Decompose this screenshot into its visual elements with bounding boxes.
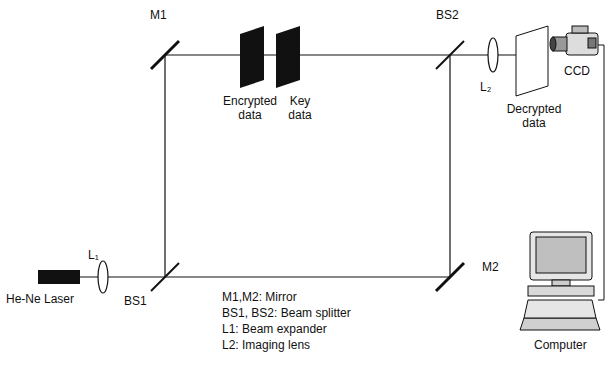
part-label: L₁ <box>88 248 99 262</box>
output-screen <box>516 26 548 96</box>
beam-splitter-symbol <box>151 263 179 291</box>
mirror-symbol <box>436 263 464 291</box>
part-label: Computer <box>534 338 587 352</box>
part-label: M1 <box>150 8 167 22</box>
part-label: BS1 <box>124 294 147 308</box>
part-label: M2 <box>482 260 499 274</box>
laser-symbol <box>38 270 80 284</box>
part-label: Key data <box>280 94 320 122</box>
computer-symbol <box>520 232 600 330</box>
key-note: M1,M2: Mirror <box>222 290 297 304</box>
key-note: L1: Beam expander <box>222 322 327 336</box>
beam <box>449 55 450 277</box>
part-label: L₂ <box>480 80 491 94</box>
part-label: BS2 <box>436 8 459 22</box>
lens-symbol <box>98 261 108 293</box>
part-label: CCD <box>564 64 590 78</box>
part-label: Encrypted data <box>218 94 282 122</box>
ccd-camera <box>550 26 598 55</box>
beam-splitter-symbol <box>436 41 464 69</box>
part-label: He-Ne Laser <box>6 292 74 306</box>
mirror-symbol <box>151 41 179 69</box>
key-note: BS1, BS2: Beam splitter <box>222 306 351 320</box>
part-label: Decrypted data <box>498 102 570 130</box>
cable <box>598 45 604 300</box>
encrypted-plate <box>240 26 264 88</box>
key-plate <box>276 26 300 88</box>
lens-symbol <box>488 38 498 72</box>
key-note: L2: Imaging lens <box>222 338 310 352</box>
beam <box>164 55 165 277</box>
beam <box>80 276 450 277</box>
